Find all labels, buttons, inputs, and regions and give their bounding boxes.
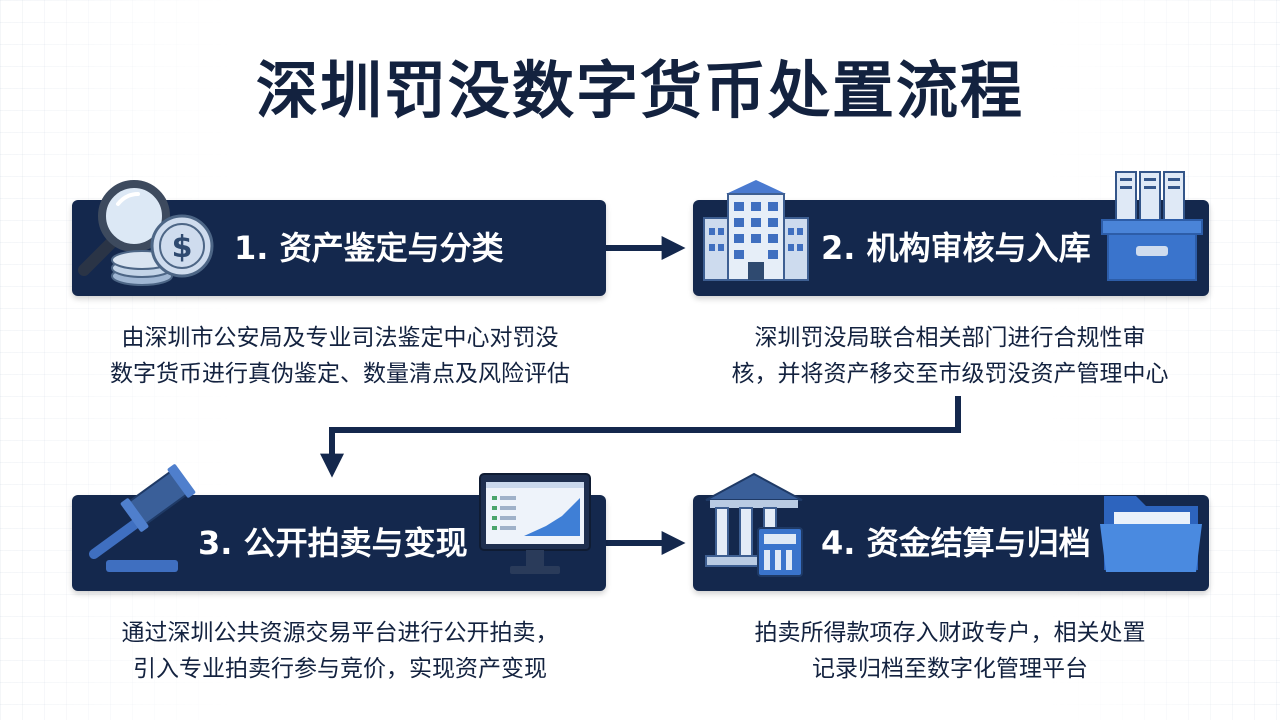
step-2-description: 深圳罚没局联合相关部门进行合规性审 核，并将资产移交至市级罚没资产管理中心 bbox=[650, 320, 1250, 392]
step-2-desc-line2: 核，并将资产移交至市级罚没资产管理中心 bbox=[731, 361, 1169, 387]
step-4-description: 拍卖所得款项存入财政专户，相关处置 记录归档至数字化管理平台 bbox=[650, 615, 1250, 687]
step-3-label: 3. 公开拍卖与变现 bbox=[198, 524, 468, 562]
chart-monitor-icon bbox=[479, 473, 591, 574]
step-2-desc-line1: 深圳罚没局联合相关部门进行合规性审 bbox=[754, 325, 1146, 351]
step-1-label: 1. 资产鉴定与分类 bbox=[234, 229, 504, 267]
gavel-icon bbox=[89, 464, 196, 572]
step-4-desc-line2: 记录归档至数字化管理平台 bbox=[812, 656, 1088, 682]
office-building-icon bbox=[703, 180, 809, 281]
step-3-desc-line1: 通过深圳公共资源交易平台进行公开拍卖， bbox=[121, 620, 559, 646]
file-box-icon bbox=[1101, 171, 1203, 281]
step-3-desc-line2: 引入专业拍卖行参与竞价，实现资产变现 bbox=[133, 656, 547, 682]
page-title: 深圳罚没数字货币处置流程 bbox=[255, 54, 1024, 127]
step-1-desc-line2: 数字货币进行真伪鉴定、数量清点及风险评估 bbox=[110, 361, 570, 387]
magnifier-coin-icon: $ bbox=[78, 180, 214, 286]
arrow-step2-to-step3 bbox=[320, 396, 961, 478]
svg-text:$: $ bbox=[172, 230, 193, 265]
step-1-description: 由深圳市公安局及专业司法鉴定中心对罚没 数字货币进行真伪鉴定、数量清点及风险评估 bbox=[40, 320, 640, 392]
step-1-desc-line1: 由深圳市公安局及专业司法鉴定中心对罚没 bbox=[121, 325, 559, 351]
step-4-label: 4. 资金结算与归档 bbox=[821, 524, 1091, 562]
folder-icon bbox=[1100, 496, 1202, 572]
step-3-description: 通过深圳公共资源交易平台进行公开拍卖， 引入专业拍卖行参与竞价，实现资产变现 bbox=[40, 615, 640, 687]
step-2-label: 2. 机构审核与入库 bbox=[821, 229, 1091, 267]
bank-icon bbox=[705, 472, 803, 577]
step-4-desc-line1: 拍卖所得款项存入财政专户，相关处置 bbox=[754, 620, 1146, 646]
